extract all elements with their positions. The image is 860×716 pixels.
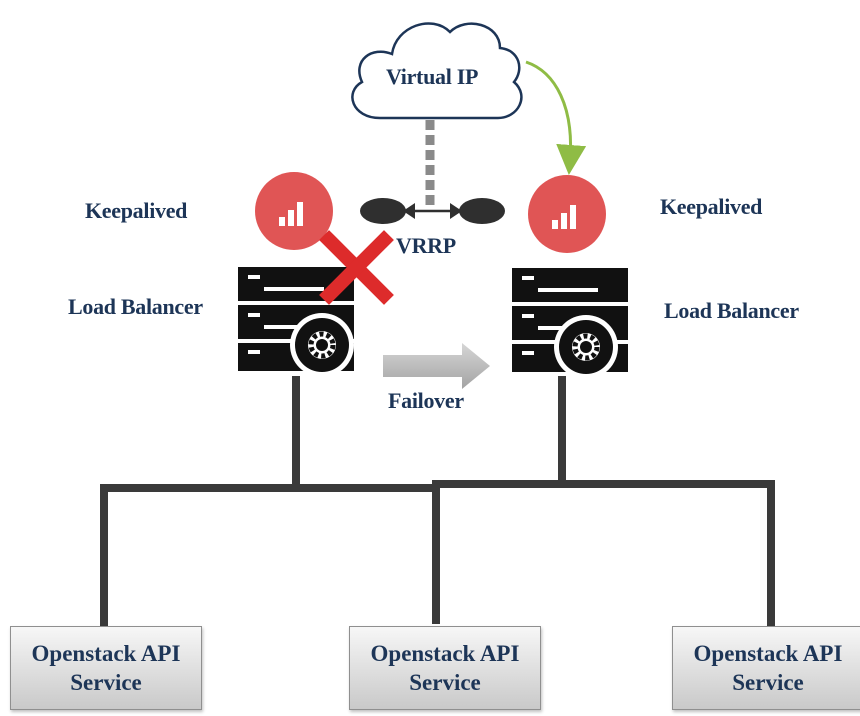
cloud-icon bbox=[351, 22, 523, 120]
load-balancer-label-left: Load Balancer bbox=[68, 294, 203, 319]
openstack-api-service-box-2: Openstack API Service bbox=[349, 626, 541, 710]
service-title-3: Openstack API bbox=[693, 641, 843, 666]
vrrp-connector bbox=[360, 198, 505, 224]
service-title-2: Openstack API bbox=[370, 641, 520, 666]
vip-failover-arrow bbox=[525, 60, 587, 175]
load-balancer-server-icon-left bbox=[238, 267, 354, 377]
failover-arrow bbox=[383, 343, 490, 389]
vrrp-label: VRRP bbox=[396, 233, 456, 258]
failure-x-icon bbox=[319, 230, 394, 305]
virtual-ip-label: Virtual IP bbox=[386, 64, 479, 89]
openstack-api-service-box-3: Openstack API Service bbox=[672, 626, 860, 710]
failover-label: Failover bbox=[388, 388, 464, 413]
load-balancer-server-icon-right bbox=[512, 268, 628, 379]
service-title-1: Openstack API bbox=[31, 641, 181, 666]
keepalived-label-right: Keepalived bbox=[660, 194, 763, 219]
network-lines bbox=[100, 376, 775, 629]
service-subtitle-1: Service bbox=[70, 670, 142, 695]
keepalived-label-left: Keepalived bbox=[85, 198, 188, 223]
keepalived-icon-right bbox=[528, 175, 606, 253]
keepalived-icon-left bbox=[255, 172, 333, 250]
openstack-api-service-box-1: Openstack API Service bbox=[10, 626, 202, 710]
service-subtitle-3: Service bbox=[732, 670, 804, 695]
service-subtitle-2: Service bbox=[409, 670, 481, 695]
load-balancer-label-right: Load Balancer bbox=[664, 298, 799, 323]
